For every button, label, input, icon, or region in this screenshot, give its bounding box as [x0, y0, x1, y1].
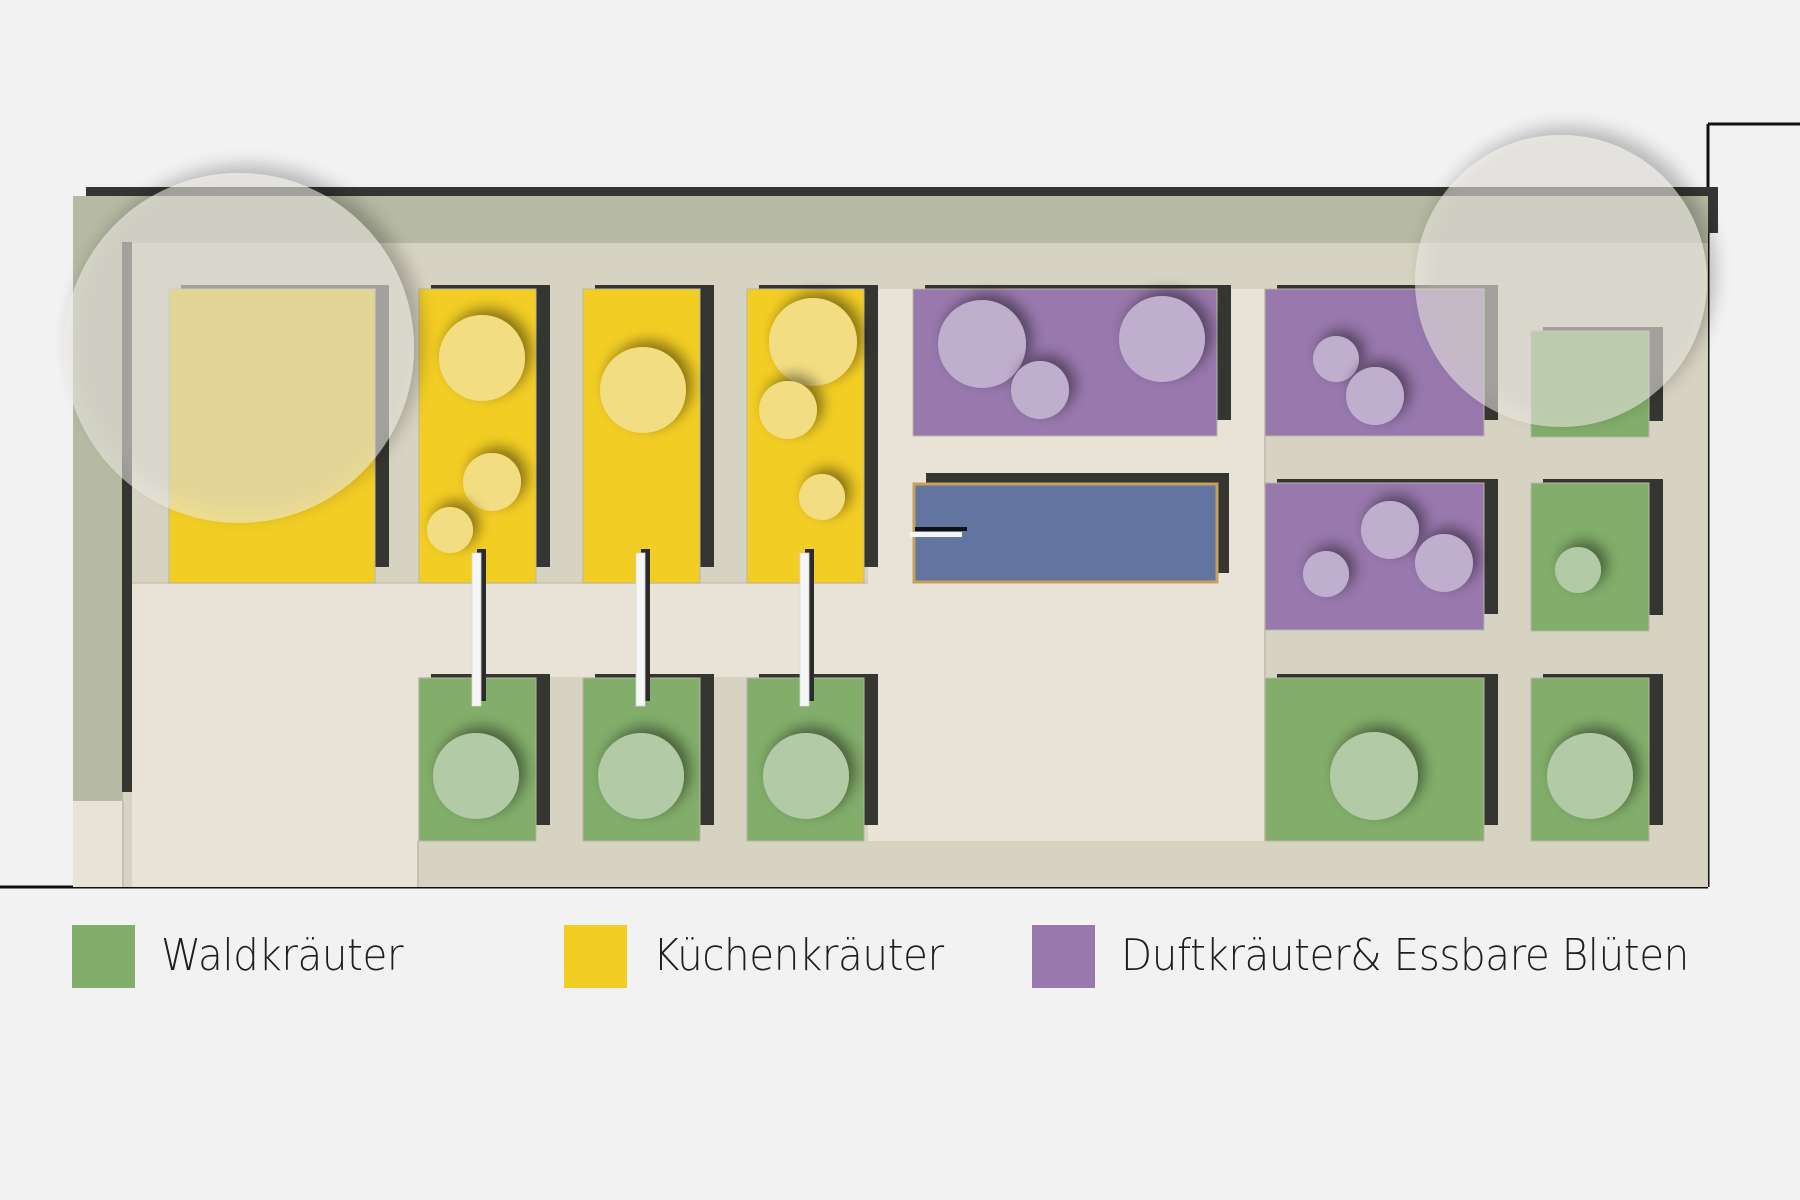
bed-wald-6: [1264, 674, 1498, 842]
legend-swatch-kuechenkraeuter: [564, 924, 627, 988]
water-basin-surface: [912, 482, 1219, 584]
bed-kuechen-2: [418, 285, 550, 584]
legend-label-kuechenkraeuter: Küchenkräuter: [653, 930, 944, 981]
legend-swatch-duftkraeuter: [1032, 924, 1095, 988]
plant-clump: [1119, 296, 1205, 382]
plant-clump: [799, 474, 845, 520]
plant-clump: [463, 453, 521, 511]
water-inlet-shadow: [915, 527, 967, 531]
plant-clump: [763, 733, 849, 819]
trees: [64, 135, 1707, 523]
legend-swatch-waldkraeuter: [72, 924, 135, 988]
irrigation-bar-shadow: [641, 549, 650, 701]
legend-item-duftkraeuter: Duftkräuter& Essbare Blüten: [1032, 924, 1738, 988]
water-basin: [910, 473, 1229, 584]
plant-clump: [433, 733, 519, 819]
plant-clump: [938, 300, 1026, 388]
bed-duft-1: [912, 285, 1231, 437]
plant-clump: [598, 733, 684, 819]
top-wall: [86, 187, 1718, 197]
garden-plan: [0, 122, 1800, 889]
legend-item-kuechenkraeuter: Küchenkräuter: [564, 924, 969, 988]
water-inlet: [910, 532, 962, 537]
tree-canopy-2: [1415, 135, 1707, 427]
irrigation-bars: [471, 549, 814, 707]
plant-clump: [427, 507, 473, 553]
plant-clump: [1011, 361, 1069, 419]
plant-clump: [1555, 547, 1601, 593]
legend-label-duftkraeuter: Duftkräuter& Essbare Blüten: [1121, 930, 1689, 981]
irrigation-bar: [635, 552, 646, 707]
irrigation-bar: [471, 552, 482, 707]
plant-clump: [439, 315, 525, 401]
irrigation-bar-shadow: [805, 549, 814, 701]
bed-duft-3: [1264, 479, 1498, 631]
plant-clump: [1361, 501, 1419, 559]
legend-item-waldkraeuter: Waldkräuter: [72, 924, 424, 988]
bed-wald-7: [1530, 674, 1663, 842]
tree-canopy-1: [64, 173, 414, 523]
plant-clump: [769, 298, 857, 386]
plant-clump: [759, 381, 817, 439]
plant-clump: [1415, 534, 1473, 592]
plant-clump: [1346, 367, 1404, 425]
bed-kuechen-4: [746, 285, 878, 584]
plant-clump: [1303, 551, 1349, 597]
bed-kuechen-3: [582, 285, 714, 584]
bed-surface: [582, 288, 701, 584]
bottom-left-path: [73, 801, 123, 887]
plant-clump: [1547, 733, 1633, 819]
irrigation-bar-shadow: [477, 549, 486, 701]
path-left-plaza: [132, 583, 418, 887]
plant-clump: [1313, 336, 1359, 382]
irrigation-bar: [799, 552, 810, 707]
legend-label-waldkraeuter: Waldkräuter: [161, 930, 404, 981]
plant-clump: [1330, 732, 1418, 820]
left-inner-wall: [122, 242, 132, 792]
plant-clump: [600, 347, 686, 433]
right-wall-stub: [1708, 187, 1718, 233]
bed-wald-2: [1530, 479, 1663, 632]
